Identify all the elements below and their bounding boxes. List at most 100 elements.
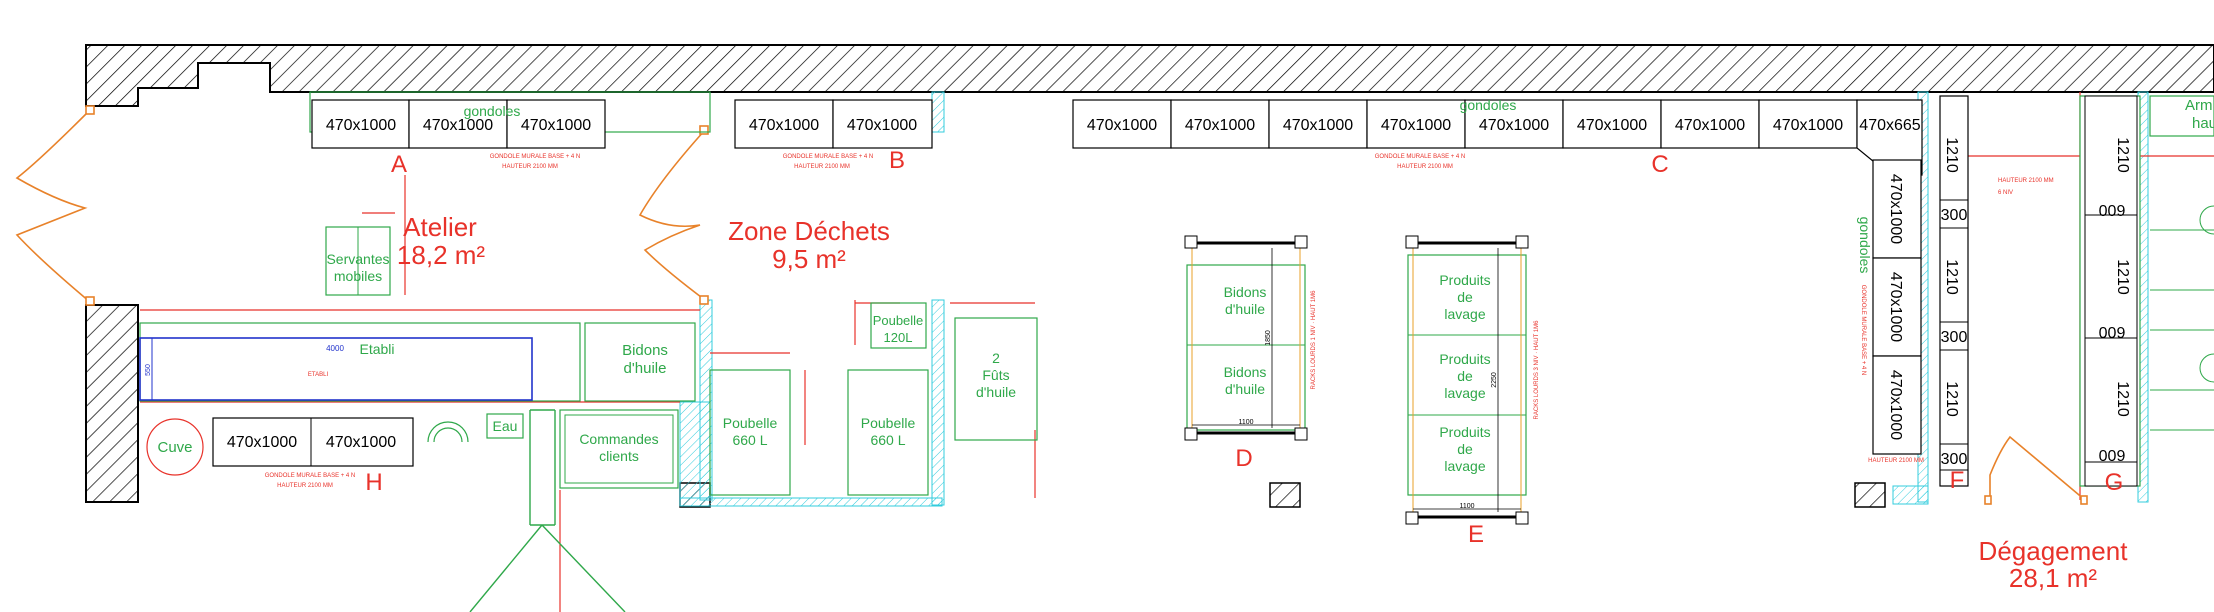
shelf-label: 470x1000 <box>847 117 917 134</box>
shelf-label: 470x1000 <box>1773 117 1843 134</box>
poubelle-small-label: Poubelle <box>873 313 924 328</box>
futs-label: 2 <box>992 350 1000 366</box>
column-3 <box>1854 482 1886 508</box>
zone-letter-f: F <box>1950 467 1965 494</box>
poubelle-label: Poubelle <box>861 415 916 431</box>
shelf-caption: GONDOLE MURALE BASE + 4 N <box>1860 285 1866 376</box>
left-wall <box>85 304 139 503</box>
shelving-b: 470x1000 470x1000 GONDOLE MURALE BASE + … <box>734 99 933 174</box>
rack-produits-label: de <box>1457 368 1473 384</box>
room-name-dechets: Zone Déchets <box>728 216 890 246</box>
room-area-dechets: 9,5 m² <box>772 244 846 274</box>
shelf-depth: 300 <box>1941 329 1968 346</box>
cuve-label: Cuve <box>157 439 192 456</box>
shelving-f: 1210 1210 1210 300 300 300 F <box>1939 95 1969 494</box>
shelf-caption: GONDOLE MURALE BASE + 4 N <box>490 154 581 160</box>
top-wall <box>85 44 2214 107</box>
etabli-depth: 550 <box>145 364 152 376</box>
rack-produits-label: de <box>1457 289 1473 305</box>
commandes-label: clients <box>599 448 639 464</box>
shelf-caption: HAUTEUR 2100 MM <box>1998 178 2054 184</box>
bidons-label: d'huile <box>624 360 667 377</box>
shelf-height: 1210 <box>2114 259 2131 295</box>
shelf-label: 470x1000 <box>423 117 493 134</box>
zone-letter-g: G <box>2105 469 2124 496</box>
armoire: Arm hau <box>2149 95 2214 431</box>
rack-produits-label: lavage <box>1444 385 1485 401</box>
poubelle-label: Poubelle <box>723 415 778 431</box>
rack-bidons-label: d'huile <box>1225 381 1265 397</box>
shelving-g: 1210 1210 1210 009 009 009 G HAUTEUR 210… <box>1998 95 2141 496</box>
commandes-label: Commandes <box>579 431 658 447</box>
rack-depth: 1850 <box>1265 330 1272 346</box>
shelf-label: 470x1000 <box>1283 117 1353 134</box>
poubelle-small-label: 120L <box>884 330 913 345</box>
gondoles-label: gondoles <box>464 103 521 119</box>
rack-produits-label: Produits <box>1439 351 1490 367</box>
bottom-door <box>469 409 626 612</box>
servantes-label: Servantes <box>326 251 389 267</box>
rack-produits-label: lavage <box>1444 458 1485 474</box>
shelf-caption: HAUTEUR 2100 MM <box>1868 458 1924 464</box>
shelf-height: 1210 <box>1943 381 1960 417</box>
atelier-furniture: Servantes mobiles Etabli 4000 550 ETABLI… <box>139 226 696 496</box>
rack-produits-label: de <box>1457 441 1473 457</box>
shelf-label: 470x1000 <box>227 434 297 451</box>
rack-caption: RACKS LOURDS 3 NIV · HAUT 1M6 <box>1534 320 1540 420</box>
column-2 <box>1269 482 1301 508</box>
rack-produits-label: Produits <box>1439 424 1490 440</box>
etabli-caption: ETABLI <box>308 372 329 378</box>
zone-letter-c: C <box>1651 151 1668 178</box>
shelving-c: 470x1000 470x1000 470x1000 470x1000 470x… <box>1072 97 1923 178</box>
shelf-caption: HAUTEUR 2100 MM <box>794 164 850 170</box>
shelf-depth: 300 <box>1941 451 1968 468</box>
room-area-atelier: 18,2 m² <box>397 240 485 270</box>
shelf-caption: GONDOLE MURALE BASE + 4 N <box>265 473 356 479</box>
futs-label: d'huile <box>976 384 1016 400</box>
rack-bidons-label: Bidons <box>1224 364 1267 380</box>
shelf-label-corner: 470x665 <box>1859 117 1920 134</box>
insulation-lines <box>679 91 2149 507</box>
rack-caption: RACKS LOURDS 1 NIV · HAUT 1M6 <box>1311 290 1317 390</box>
shelf-label: 470x1000 <box>1675 117 1745 134</box>
room-name-atelier: Atelier <box>403 212 477 242</box>
shelf-caption: GONDOLE MURALE BASE + 4 N <box>783 154 874 160</box>
rack-e: 1100 2250 RACKS LOURDS 3 NIV · HAUT 1M6 … <box>1405 235 1540 548</box>
rack-depth: 2250 <box>1491 372 1498 388</box>
shelf-caption: GONDOLE MURALE BASE + 4 N <box>1375 154 1466 160</box>
zone-letter-d: D <box>1235 445 1252 472</box>
shelf-label: 470x1000 <box>1185 117 1255 134</box>
shelving-c-vertical: 470x1000 470x1000 470x1000 gondoles GOND… <box>1857 159 1924 464</box>
shelving-a: 470x1000 470x1000 470x1000 gondoles GOND… <box>309 91 711 178</box>
zone-letter-b: B <box>889 147 905 174</box>
gondoles-label: gondoles <box>1857 217 1873 274</box>
zone-letter-a: A <box>391 151 407 178</box>
servantes-label: mobiles <box>334 268 382 284</box>
shelf-label: 470x1000 <box>749 117 819 134</box>
rack-bidons-label: Bidons <box>1224 284 1267 300</box>
shelf-label: 470x1000 <box>1087 117 1157 134</box>
shelf-height: 1210 <box>1943 137 1960 173</box>
rack-produits-label: Produits <box>1439 272 1490 288</box>
shelf-depth: 009 <box>2099 203 2126 220</box>
rack-width: 1100 <box>1459 503 1474 510</box>
room-labels: Atelier 18,2 m² Zone Déchets 9,5 m² Déga… <box>397 212 2128 593</box>
shelf-height: 1210 <box>1943 259 1960 295</box>
shelf-label: 470x1000 <box>326 434 396 451</box>
armoire-label: hau <box>2192 115 2214 132</box>
shelf-height: 1210 <box>2114 381 2131 417</box>
poubelle-label: 660 L <box>870 432 905 448</box>
futs-label: Fûts <box>982 367 1009 383</box>
shelf-label: 470x1000 <box>1577 117 1647 134</box>
walls <box>85 44 2214 508</box>
rack-d: 1100 1850 RACKS LOURDS 1 NIV · HAUT 1M6 … <box>1184 235 1317 472</box>
shelf-depth: 300 <box>1941 207 1968 224</box>
shelf-caption: HAUTEUR 2100 MM <box>1397 164 1453 170</box>
shelf-height: 1210 <box>2114 137 2131 173</box>
shelf-caption: HAUTEUR 2100 MM <box>502 164 558 170</box>
rack-bidons-label: d'huile <box>1225 301 1265 317</box>
room-area-degagement: 28,1 m² <box>2009 563 2097 593</box>
shelf-label: 470x1000 <box>521 117 591 134</box>
doors <box>15 105 2088 505</box>
